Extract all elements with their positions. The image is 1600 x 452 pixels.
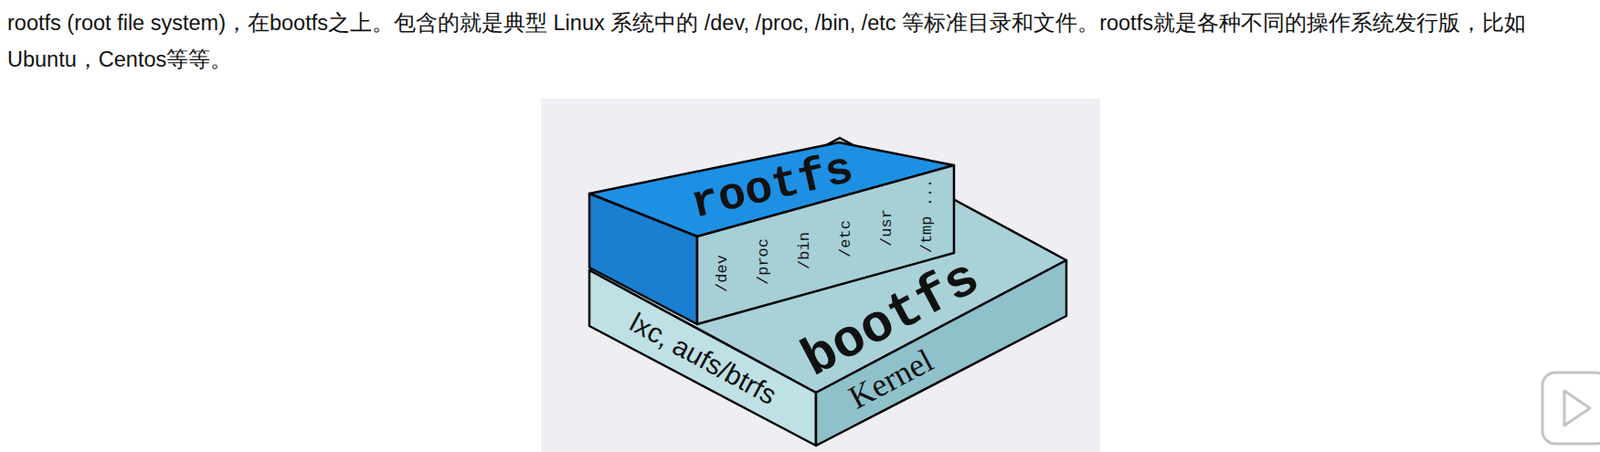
rootfs-block: rootfs/dev/proc/bin/etc/usr/tmp ... [589, 142, 954, 325]
figure-background [540, 98, 1101, 452]
block-face [589, 270, 816, 446]
directory-name: /dev [713, 254, 730, 293]
description-text: rootfs (root file system)，在bootfs之上。包含的就… [7, 4, 1593, 78]
directory-name: /tmp ... [919, 179, 935, 255]
directory-name: /usr [878, 209, 894, 247]
directory-name: /bin [795, 232, 812, 270]
directory-name: /proc [755, 238, 772, 286]
directory-name: /etc [837, 221, 853, 259]
play-button [1542, 372, 1600, 445]
